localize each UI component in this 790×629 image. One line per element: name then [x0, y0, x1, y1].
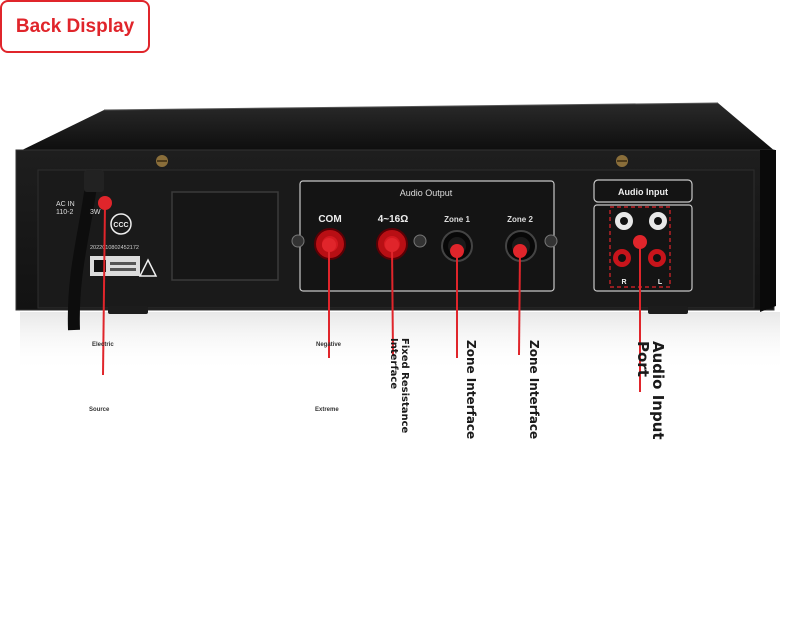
annotation-electric: Electric	[92, 342, 114, 348]
audio-input-title-box	[593, 179, 693, 203]
voltage-label: 110-2	[56, 209, 73, 216]
callout-zone2	[513, 244, 527, 356]
screw-icon	[616, 155, 628, 167]
annotation-audio-input-port: Audio Input Port	[634, 341, 667, 440]
top-lid	[18, 103, 776, 152]
audio-input-title: Audio Input	[618, 187, 668, 197]
callout-power	[98, 196, 112, 376]
channel-label: L	[658, 279, 663, 286]
power-cord	[67, 177, 98, 331]
annotation-zone1: Zone Interface	[464, 340, 478, 440]
ac-in-label: AC IN	[56, 201, 75, 208]
cert-number: 2022010802452172	[90, 245, 139, 251]
annotation-extreme: Extreme	[315, 407, 339, 413]
terminal-label: 4~16Ω	[378, 214, 409, 225]
terminal-label: COM	[318, 214, 341, 225]
audio-output-title: Audio Output	[400, 188, 453, 198]
svg-text:3W: 3W	[90, 209, 101, 216]
callout-zone1	[450, 244, 464, 358]
ccc-certification-icon: CCC	[110, 213, 132, 235]
badge-label: Back Display	[15, 15, 135, 37]
rca-jack-left-channel[interactable]	[648, 249, 666, 267]
callout-com	[322, 238, 336, 358]
svg-text:CCC: CCC	[113, 222, 128, 229]
annotation-zone2: Zone Interface	[527, 340, 541, 440]
callout-audio-input	[633, 235, 647, 392]
annotation-source: Source	[89, 407, 110, 413]
terminal-label: Zone 1	[444, 215, 470, 224]
annotation-negative: Negative	[316, 342, 342, 348]
foot	[648, 306, 688, 314]
back-display-badge: Back Display	[0, 0, 150, 53]
rca-jack-top-left[interactable]	[615, 212, 633, 230]
rca-jack-right-channel[interactable]	[613, 249, 631, 267]
screw-icon	[156, 155, 168, 167]
warning-triangle-icon	[138, 258, 158, 277]
rca-jack-top-right[interactable]	[649, 212, 667, 230]
callout-fixed-resistance	[385, 238, 399, 356]
blank-plate	[171, 191, 279, 281]
foot	[108, 306, 148, 314]
annotation-fixed-resistance: Fixed Resistance Interface	[388, 338, 410, 434]
terminal-label: Zone 2	[507, 215, 533, 224]
channel-label: R	[621, 279, 626, 286]
